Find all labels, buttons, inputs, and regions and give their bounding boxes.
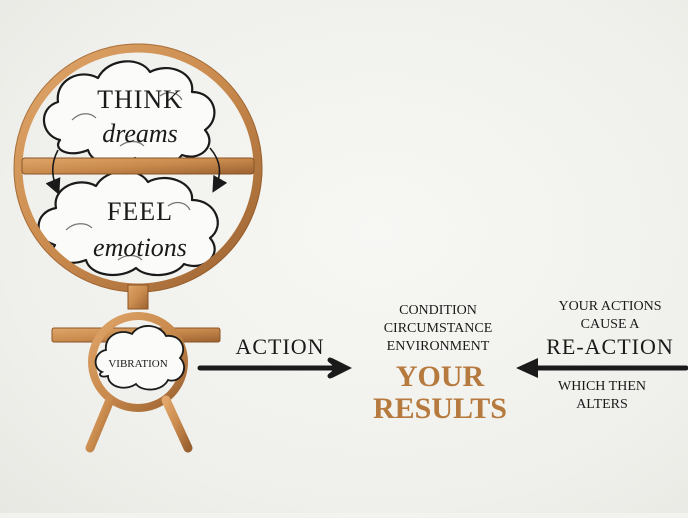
reaction-top-line1: YOUR ACTIONS: [558, 299, 661, 314]
mind-head: THINK dreams FEEL emotions: [13, 43, 263, 293]
feel-sub-label: emotions: [93, 233, 187, 262]
reaction-label: RE-ACTION: [546, 334, 674, 359]
results-title-line1: YOUR: [396, 360, 485, 393]
results-context-line3: ENVIRONMENT: [387, 339, 490, 354]
body-ring: [88, 312, 188, 412]
feel-cloud-icon: [37, 170, 219, 277]
mind-divider: [21, 157, 255, 175]
action-label: ACTION: [235, 334, 324, 359]
body-frame: VIBRATION: [51, 284, 221, 453]
results-group: CONDITION CIRCUMSTANCE ENVIRONMENT YOUR …: [373, 303, 507, 425]
reaction-bottom-line1: WHICH THEN: [558, 379, 646, 394]
reaction-top-line2: CAUSE A: [581, 317, 641, 332]
feel-label: FEEL: [107, 197, 173, 226]
action-group: ACTION: [197, 334, 352, 379]
vibration-cloud-icon: [94, 325, 185, 391]
results-context-line1: CONDITION: [399, 303, 477, 318]
vibration-label: VIBRATION: [108, 358, 167, 370]
results-title-line2: RESULTS: [373, 392, 507, 425]
reaction-group: YOUR ACTIONS CAUSE A RE-ACTION WHICH THE…: [516, 299, 688, 412]
results-context-line2: CIRCUMSTANCE: [384, 321, 493, 336]
think-sub-label: dreams: [102, 119, 178, 148]
reaction-bottom-line2: ALTERS: [576, 397, 628, 412]
action-arrow-icon: [197, 357, 343, 379]
think-label: THINK: [97, 85, 183, 114]
